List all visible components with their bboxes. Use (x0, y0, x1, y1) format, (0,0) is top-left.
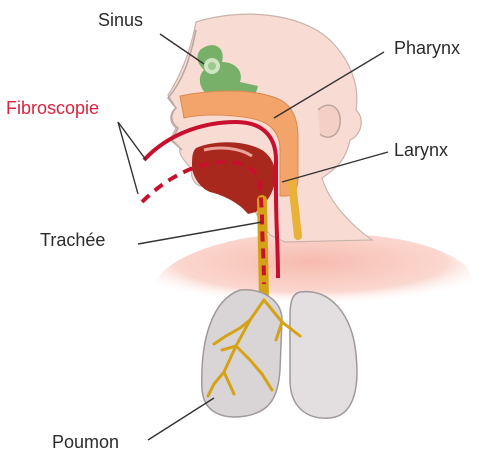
label-poumon: Poumon (52, 432, 119, 453)
fibroscopie-leader-upper (118, 122, 146, 160)
poumon-leader (148, 398, 214, 440)
label-sinus: Sinus (98, 10, 143, 31)
label-trachee: Trachée (40, 230, 105, 251)
right-lung (290, 292, 357, 419)
label-fibroscopie: Fibroscopie (6, 98, 99, 119)
fibroscopie-leader-lower (118, 122, 138, 194)
ear (318, 105, 340, 137)
label-larynx: Larynx (394, 140, 448, 161)
label-pharynx: Pharynx (394, 38, 460, 59)
